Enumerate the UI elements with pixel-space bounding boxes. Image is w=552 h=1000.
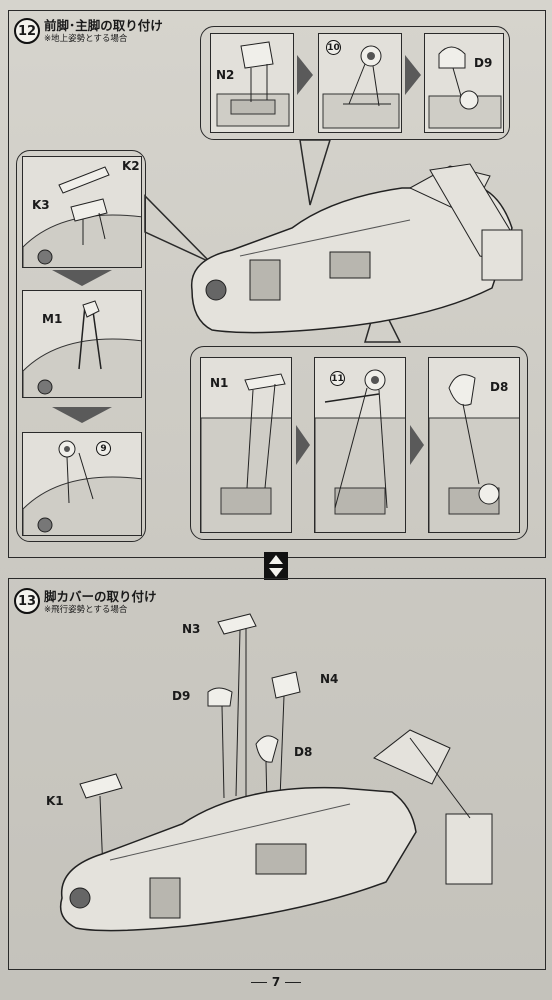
callout-d9-step13: D9	[172, 689, 191, 703]
inset-k2-k3	[22, 156, 142, 268]
step-13-panel	[8, 578, 546, 970]
flip-updown-icon	[264, 552, 288, 580]
arrow-right-icon	[297, 55, 313, 95]
callout-m1: M1	[42, 312, 63, 326]
step-12-note: ※地上姿勢とする場合	[44, 34, 128, 44]
inset-d8	[428, 357, 520, 533]
callout-n1: N1	[210, 376, 229, 390]
arrow-right-icon	[410, 425, 424, 465]
nose-cover-callout-group	[16, 150, 146, 542]
callout-n4: N4	[320, 672, 339, 686]
step-12-title: 前脚･主脚の取り付け	[44, 18, 163, 33]
step-13-number: 13	[14, 588, 40, 614]
callout-n2: N2	[216, 68, 235, 82]
step-13-title: 脚カバーの取り付け	[44, 589, 157, 604]
inset-d9	[424, 33, 504, 133]
arrow-down-icon	[52, 407, 112, 423]
callout-d8: D8	[490, 380, 509, 394]
callout-n3: N3	[182, 622, 201, 636]
inset-part11	[314, 357, 406, 533]
inset-n1	[200, 357, 292, 533]
callout-part-9: 9	[96, 441, 111, 456]
nose-gear-callout-group	[200, 26, 510, 140]
callout-d9: D9	[474, 56, 493, 70]
main-gear-callout-group	[190, 346, 528, 540]
callout-k1: K1	[46, 794, 64, 808]
page-number-value: 7	[271, 975, 281, 989]
inset-part9	[22, 432, 142, 536]
step-13-note: ※飛行姿勢とする場合	[44, 605, 128, 615]
inset-part10	[318, 33, 402, 133]
fuselage-illustration-step13	[59, 613, 493, 932]
arrow-right-icon	[405, 55, 421, 95]
callout-k3: K3	[32, 198, 50, 212]
arrow-right-icon	[296, 425, 310, 465]
callout-d8-step13: D8	[294, 745, 313, 759]
step-12-number: 12	[14, 18, 40, 44]
fuselage-illustration-step12	[190, 163, 523, 334]
page-number: 7	[0, 975, 552, 989]
inset-m1	[22, 290, 142, 398]
callout-part-11: 11	[330, 371, 345, 386]
callout-part-10: 10	[326, 40, 341, 55]
arrow-down-icon	[52, 270, 112, 286]
inset-n2	[210, 33, 294, 133]
callout-k2: K2	[122, 159, 140, 173]
